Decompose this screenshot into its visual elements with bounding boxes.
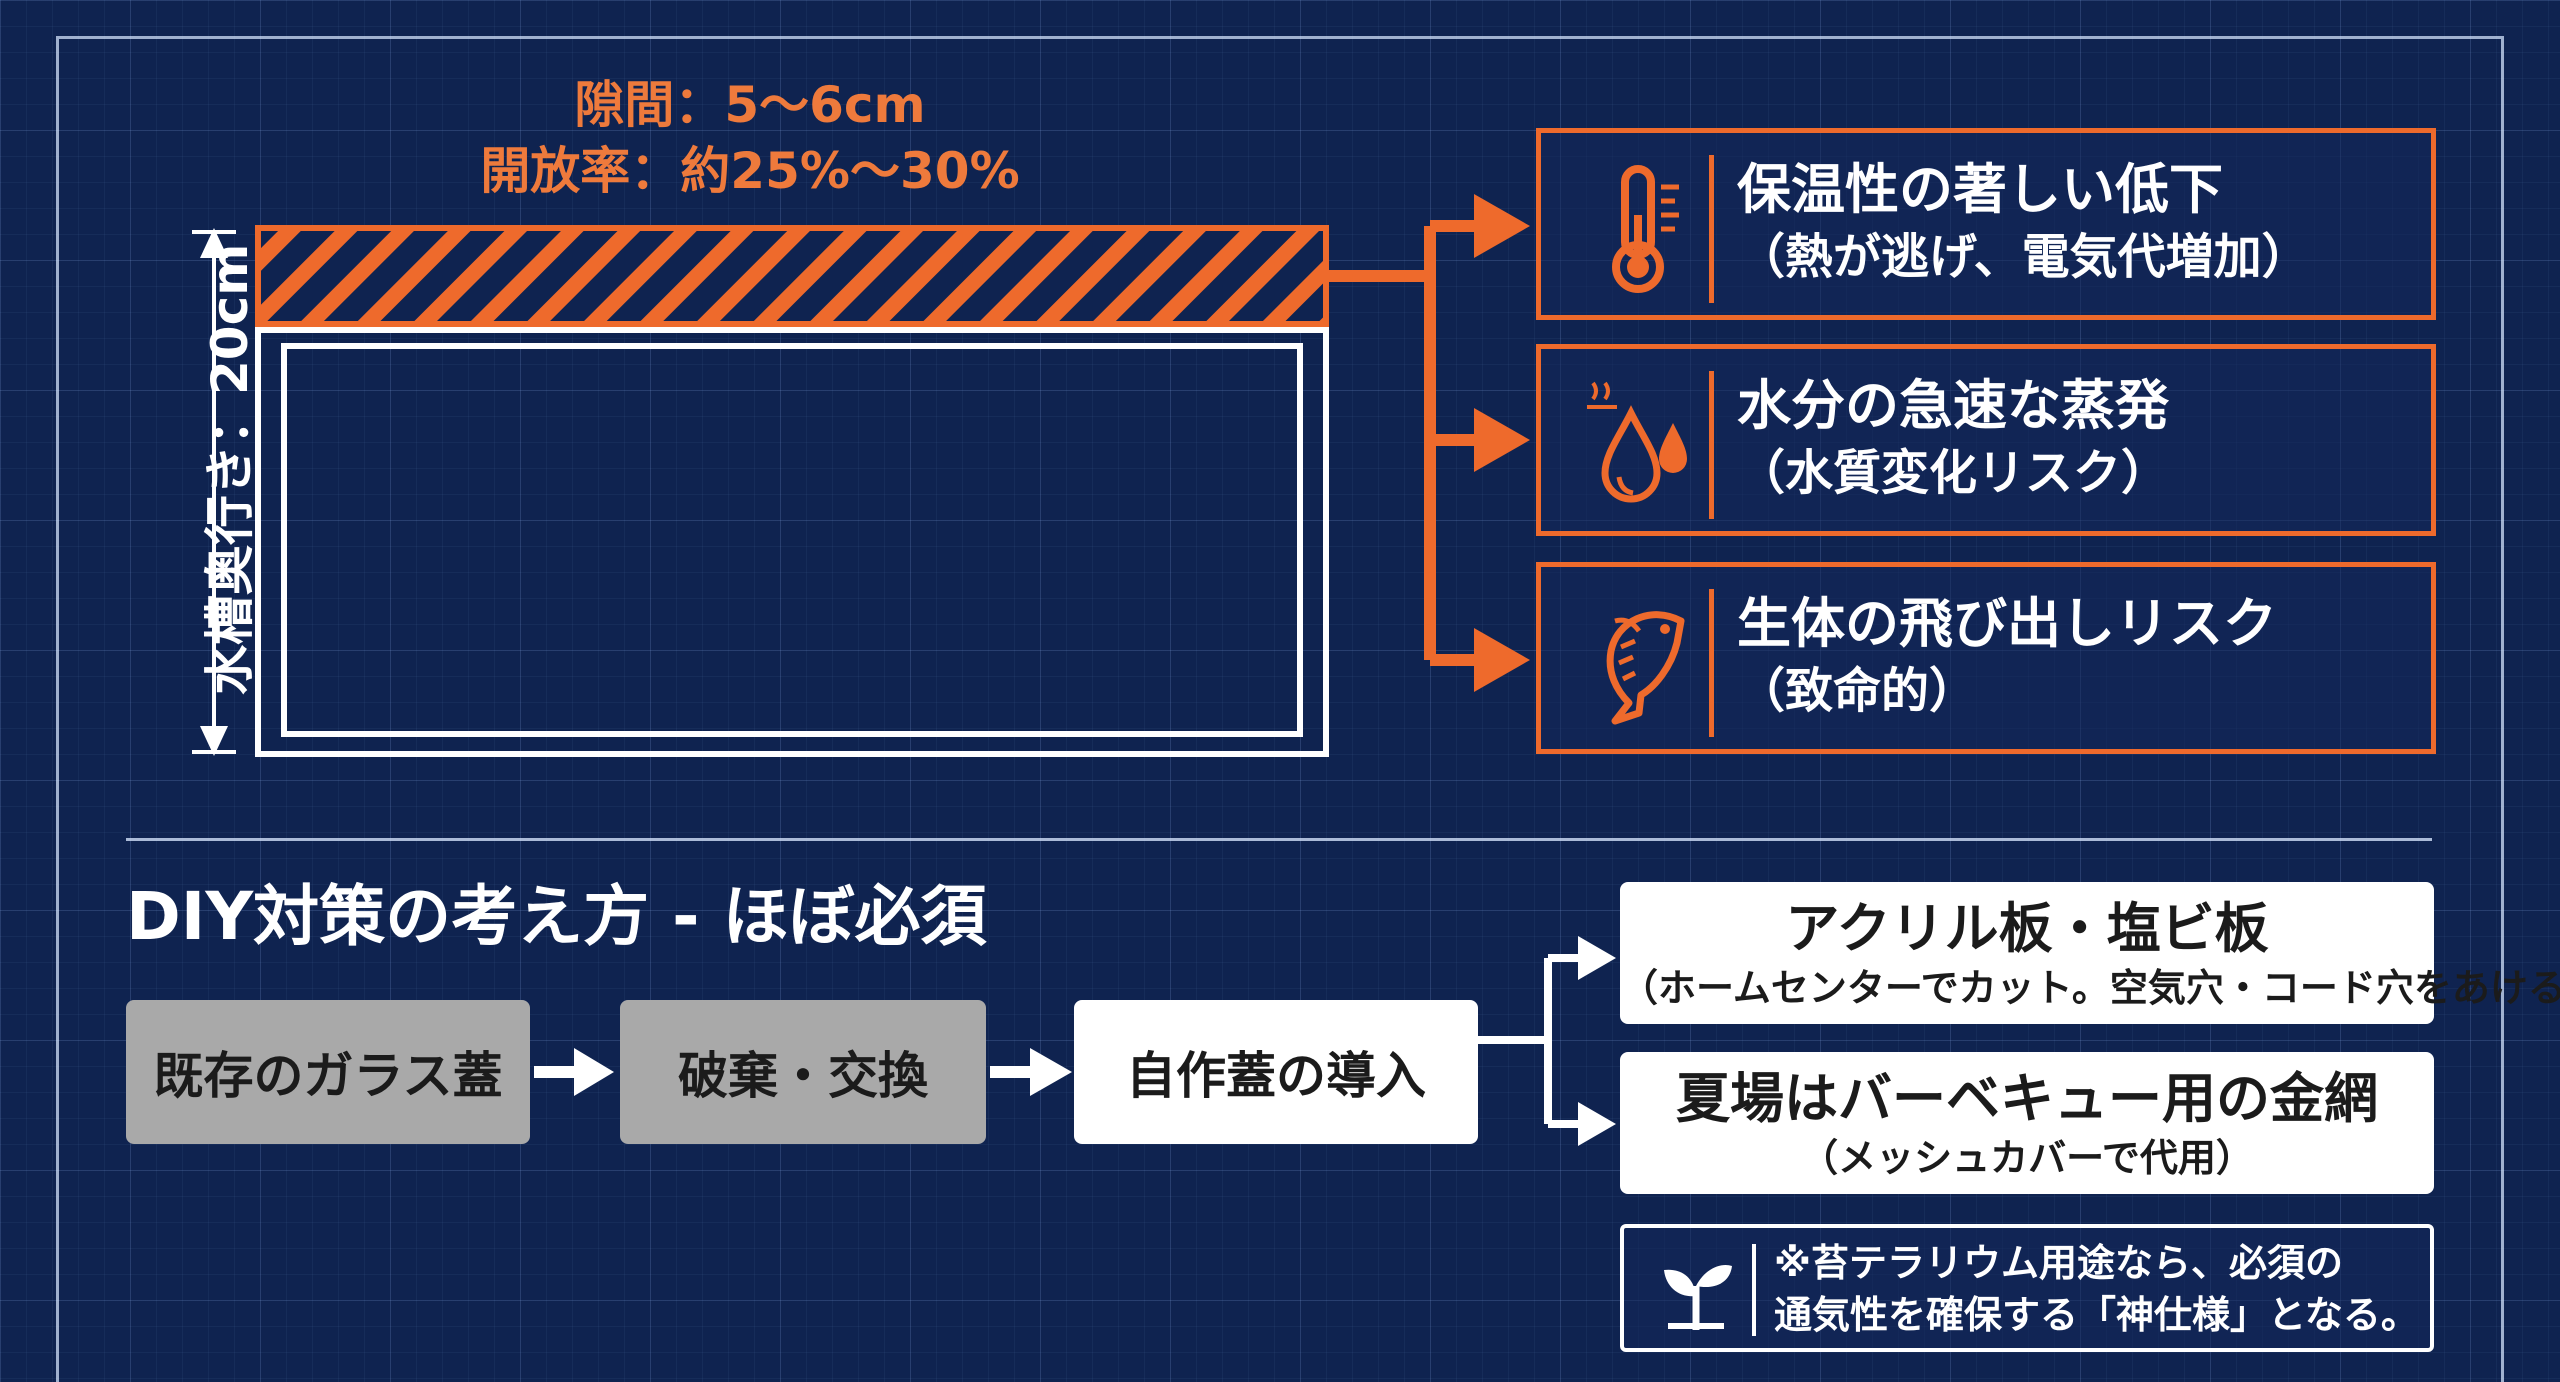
effect-detail: （熱が逃げ、電気代増加） <box>1737 229 2310 285</box>
tank-inner-outline <box>281 343 1303 737</box>
option-arrowheads <box>1578 936 1616 1146</box>
gap-size-text: 隙間：5〜6cm <box>574 76 926 134</box>
step-discard-replace: 破棄・交換 <box>620 1000 986 1144</box>
effect-box-jumping: 生体の飛び出しリスク （致命的） <box>1536 562 2436 754</box>
water-drops-icon <box>1587 381 1687 503</box>
effect-title: 保温性の著しい低下 <box>1737 158 2223 221</box>
note-separator <box>1752 1244 1756 1336</box>
diy-section-title: DIY対策の考え方 - ほぼ必須 <box>126 878 987 955</box>
sprout-icon <box>1664 1264 1732 1330</box>
gap-hatched-area <box>255 225 1329 327</box>
effect-title: 生体の飛び出しリスク <box>1737 592 2277 655</box>
step-arrows <box>534 1048 1072 1096</box>
moss-terrarium-note: ※苔テラリウム用途なら、必須の 通気性を確保する「神仕様」となる。 <box>1620 1224 2434 1352</box>
thermometer-icon <box>1612 165 1679 293</box>
effect-box-heat-loss: 保温性の著しい低下 （熱が逃げ、電気代増加） <box>1536 128 2436 320</box>
fish-icon <box>1606 611 1685 725</box>
blueprint-frame <box>56 36 2504 1382</box>
gap-label: 隙間：5〜6cm 開放率：約25%〜30% <box>480 72 1020 204</box>
effect-title: 水分の急速な蒸発 <box>1737 374 2169 437</box>
effect-box-evaporation: 水分の急速な蒸発 （水質変化リスク） <box>1536 344 2436 536</box>
note-line-2: 通気性を確保する「神仕様」となる。 <box>1774 1293 2419 1337</box>
option-title: アクリル板・塩ビ板 <box>1785 897 2269 960</box>
effect-detail: （水質変化リスク） <box>1737 445 2170 501</box>
option-detail: （ホームセンターでカット。空気穴・コード穴をあける） <box>1620 966 2560 1010</box>
step-introduce-diy-lid: 自作蓋の導入 <box>1074 1000 1478 1144</box>
effect-separator <box>1709 589 1714 737</box>
option-title: 夏場はバーベキュー用の金網 <box>1676 1067 2378 1130</box>
tank-depth-label: 水槽奥行き：20cm <box>201 243 259 695</box>
depth-dimension-line <box>192 228 236 756</box>
section-divider <box>126 838 2432 841</box>
tank-outer-outline <box>255 327 1329 757</box>
effect-detail: （致命的） <box>1737 663 1978 719</box>
option-bbq-mesh: 夏場はバーベキュー用の金網 （メッシュカバーで代用） <box>1620 1052 2434 1194</box>
option-branch-lines <box>1478 954 1582 1128</box>
option-acrylic-pvc: アクリル板・塩ビ板 （ホームセンターでカット。空気穴・コード穴をあける） <box>1620 882 2560 1024</box>
effect-separator <box>1709 155 1714 303</box>
effect-separator <box>1709 371 1714 519</box>
note-line-1: ※苔テラリウム用途なら、必須の <box>1774 1241 2343 1285</box>
effect-branch-arrows <box>1326 220 1480 666</box>
open-rate-text: 開放率：約25%〜30% <box>480 142 1020 200</box>
option-detail: （メッシュカバーで代用） <box>1800 1136 2254 1180</box>
step-existing-glass-lid: 既存のガラス蓋 <box>126 1000 530 1144</box>
effect-arrowheads <box>1474 194 1530 692</box>
